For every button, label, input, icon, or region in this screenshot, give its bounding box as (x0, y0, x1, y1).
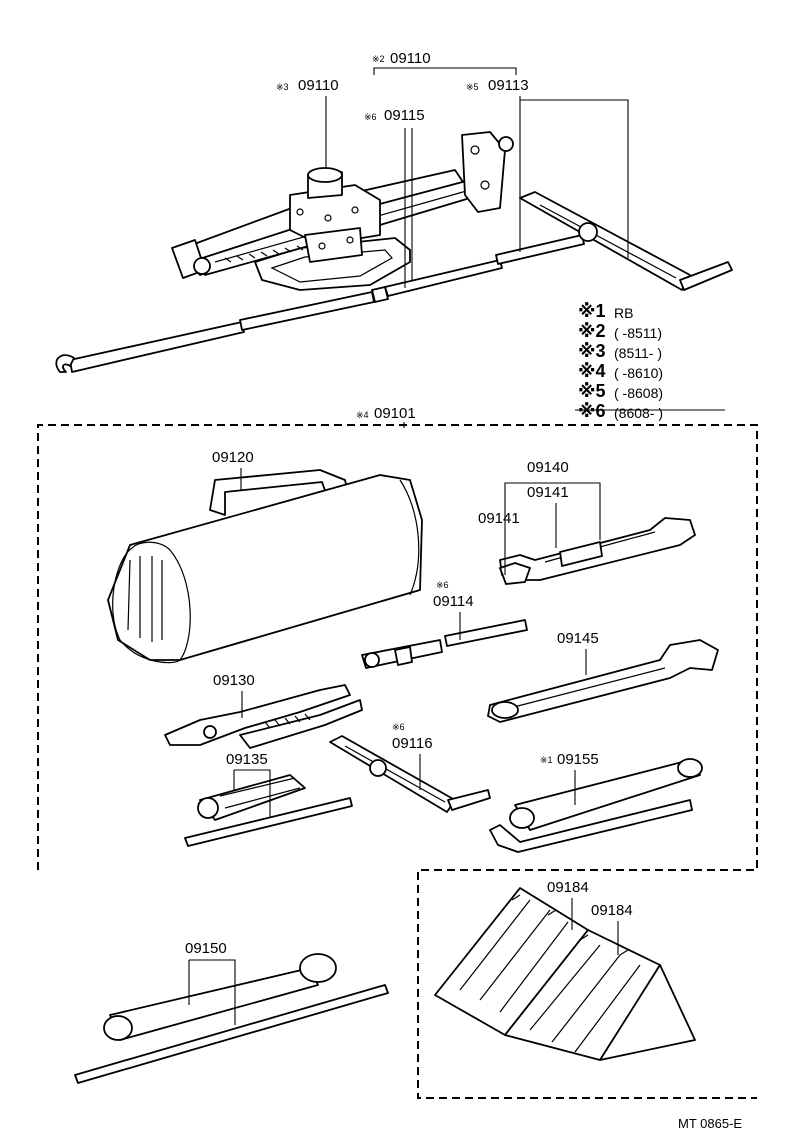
screwdriver: 09135 (184, 751, 353, 847)
callout-handle-ext: 09115 (384, 107, 425, 124)
callout-screwdriver: 09135 (226, 751, 268, 768)
legend-row: ※5 ( -8608) (578, 381, 663, 401)
callout-pliers: 09130 (213, 672, 255, 689)
pliers: 09130 (164, 672, 363, 749)
open-end-wrenches: 09140 09141 09141 (478, 459, 696, 585)
callout-tool-bag: 09120 (212, 449, 254, 466)
callout-adj-wrench: 09145 (557, 630, 599, 647)
callout-rod: 09114 (433, 593, 474, 610)
legend: ※1 RB ※2 ( -8511) ※3 (8511- ) ※4 ( -8610… (575, 301, 725, 421)
legend-row: ※4 ( -8610) (578, 361, 663, 381)
callout-wrench-set: 09140 (527, 459, 569, 476)
jack-handle-rod (55, 234, 585, 373)
callout-mark: ※5 (466, 82, 479, 92)
legend-text: ( -8608) (614, 385, 663, 401)
callout-tool-kit: 09101 (374, 405, 416, 422)
legend-text: ( -8511) (614, 325, 662, 341)
callout-mark: ※4 (356, 410, 369, 420)
legend-mark: ※2 (578, 321, 606, 341)
legend-text: (8608- ) (614, 405, 663, 421)
jack-callouts: ※2 09110 ※3 09110 ※5 09113 ※6 09115 (276, 50, 629, 288)
legend-mark: ※3 (578, 341, 606, 361)
callout-mark: ※6 (364, 112, 377, 122)
wheel-chocks: 09184 09184 (434, 879, 696, 1061)
callout-jack-handle-2: 09116 (392, 735, 433, 752)
figure-code: MT 0865-E (678, 1116, 742, 1131)
callout-mark: ※6 (392, 722, 405, 732)
legend-mark: ※1 (578, 301, 606, 321)
legend-mark: ※5 (578, 381, 606, 401)
callout-mark: ※1 (540, 755, 553, 765)
legend-text: RB (614, 305, 633, 321)
callout-mark: ※3 (276, 82, 289, 92)
jack-assembly (171, 131, 514, 291)
callout-lug-wrench: 09150 (185, 940, 227, 957)
legend-text: ( -8610) (614, 365, 663, 381)
callout-wheel-nut-wrench: 09155 (557, 751, 599, 768)
jack-crank-handle (519, 191, 733, 291)
legend-mark: ※6 (578, 401, 606, 421)
legend-text: (8511- ) (614, 345, 662, 361)
adjustable-wrench: 09145 (487, 630, 719, 723)
legend-row: ※1 RB (578, 301, 633, 321)
jack-handle-tool: ※6 09116 (329, 722, 491, 813)
callout-mark: ※6 (436, 580, 449, 590)
wheel-nut-wrench: ※1 09155 (489, 751, 703, 853)
callout-wrench: 09141 (478, 510, 520, 527)
extension-rod: ※6 09114 (361, 580, 528, 669)
lug-wrench: 09150 (74, 940, 389, 1084)
callout-jack-assy: 09110 (390, 50, 431, 67)
legend-row: ※6 (8608- ) (578, 401, 663, 421)
legend-row: ※3 (8511- ) (578, 341, 662, 361)
callout-chock: 09184 (547, 879, 589, 896)
tool-kit-boundary: ※4 09101 (37, 405, 758, 1099)
callout-mark: ※2 (372, 54, 385, 64)
legend-row: ※2 ( -8511) (578, 321, 662, 341)
tool-bag: 09120 (107, 449, 423, 664)
callout-chock: 09184 (591, 902, 633, 919)
legend-mark: ※4 (578, 361, 606, 381)
callout-jack: 09110 (298, 77, 339, 94)
callout-wrench: 09141 (527, 484, 569, 501)
callout-jack-handle: 09113 (488, 77, 529, 94)
